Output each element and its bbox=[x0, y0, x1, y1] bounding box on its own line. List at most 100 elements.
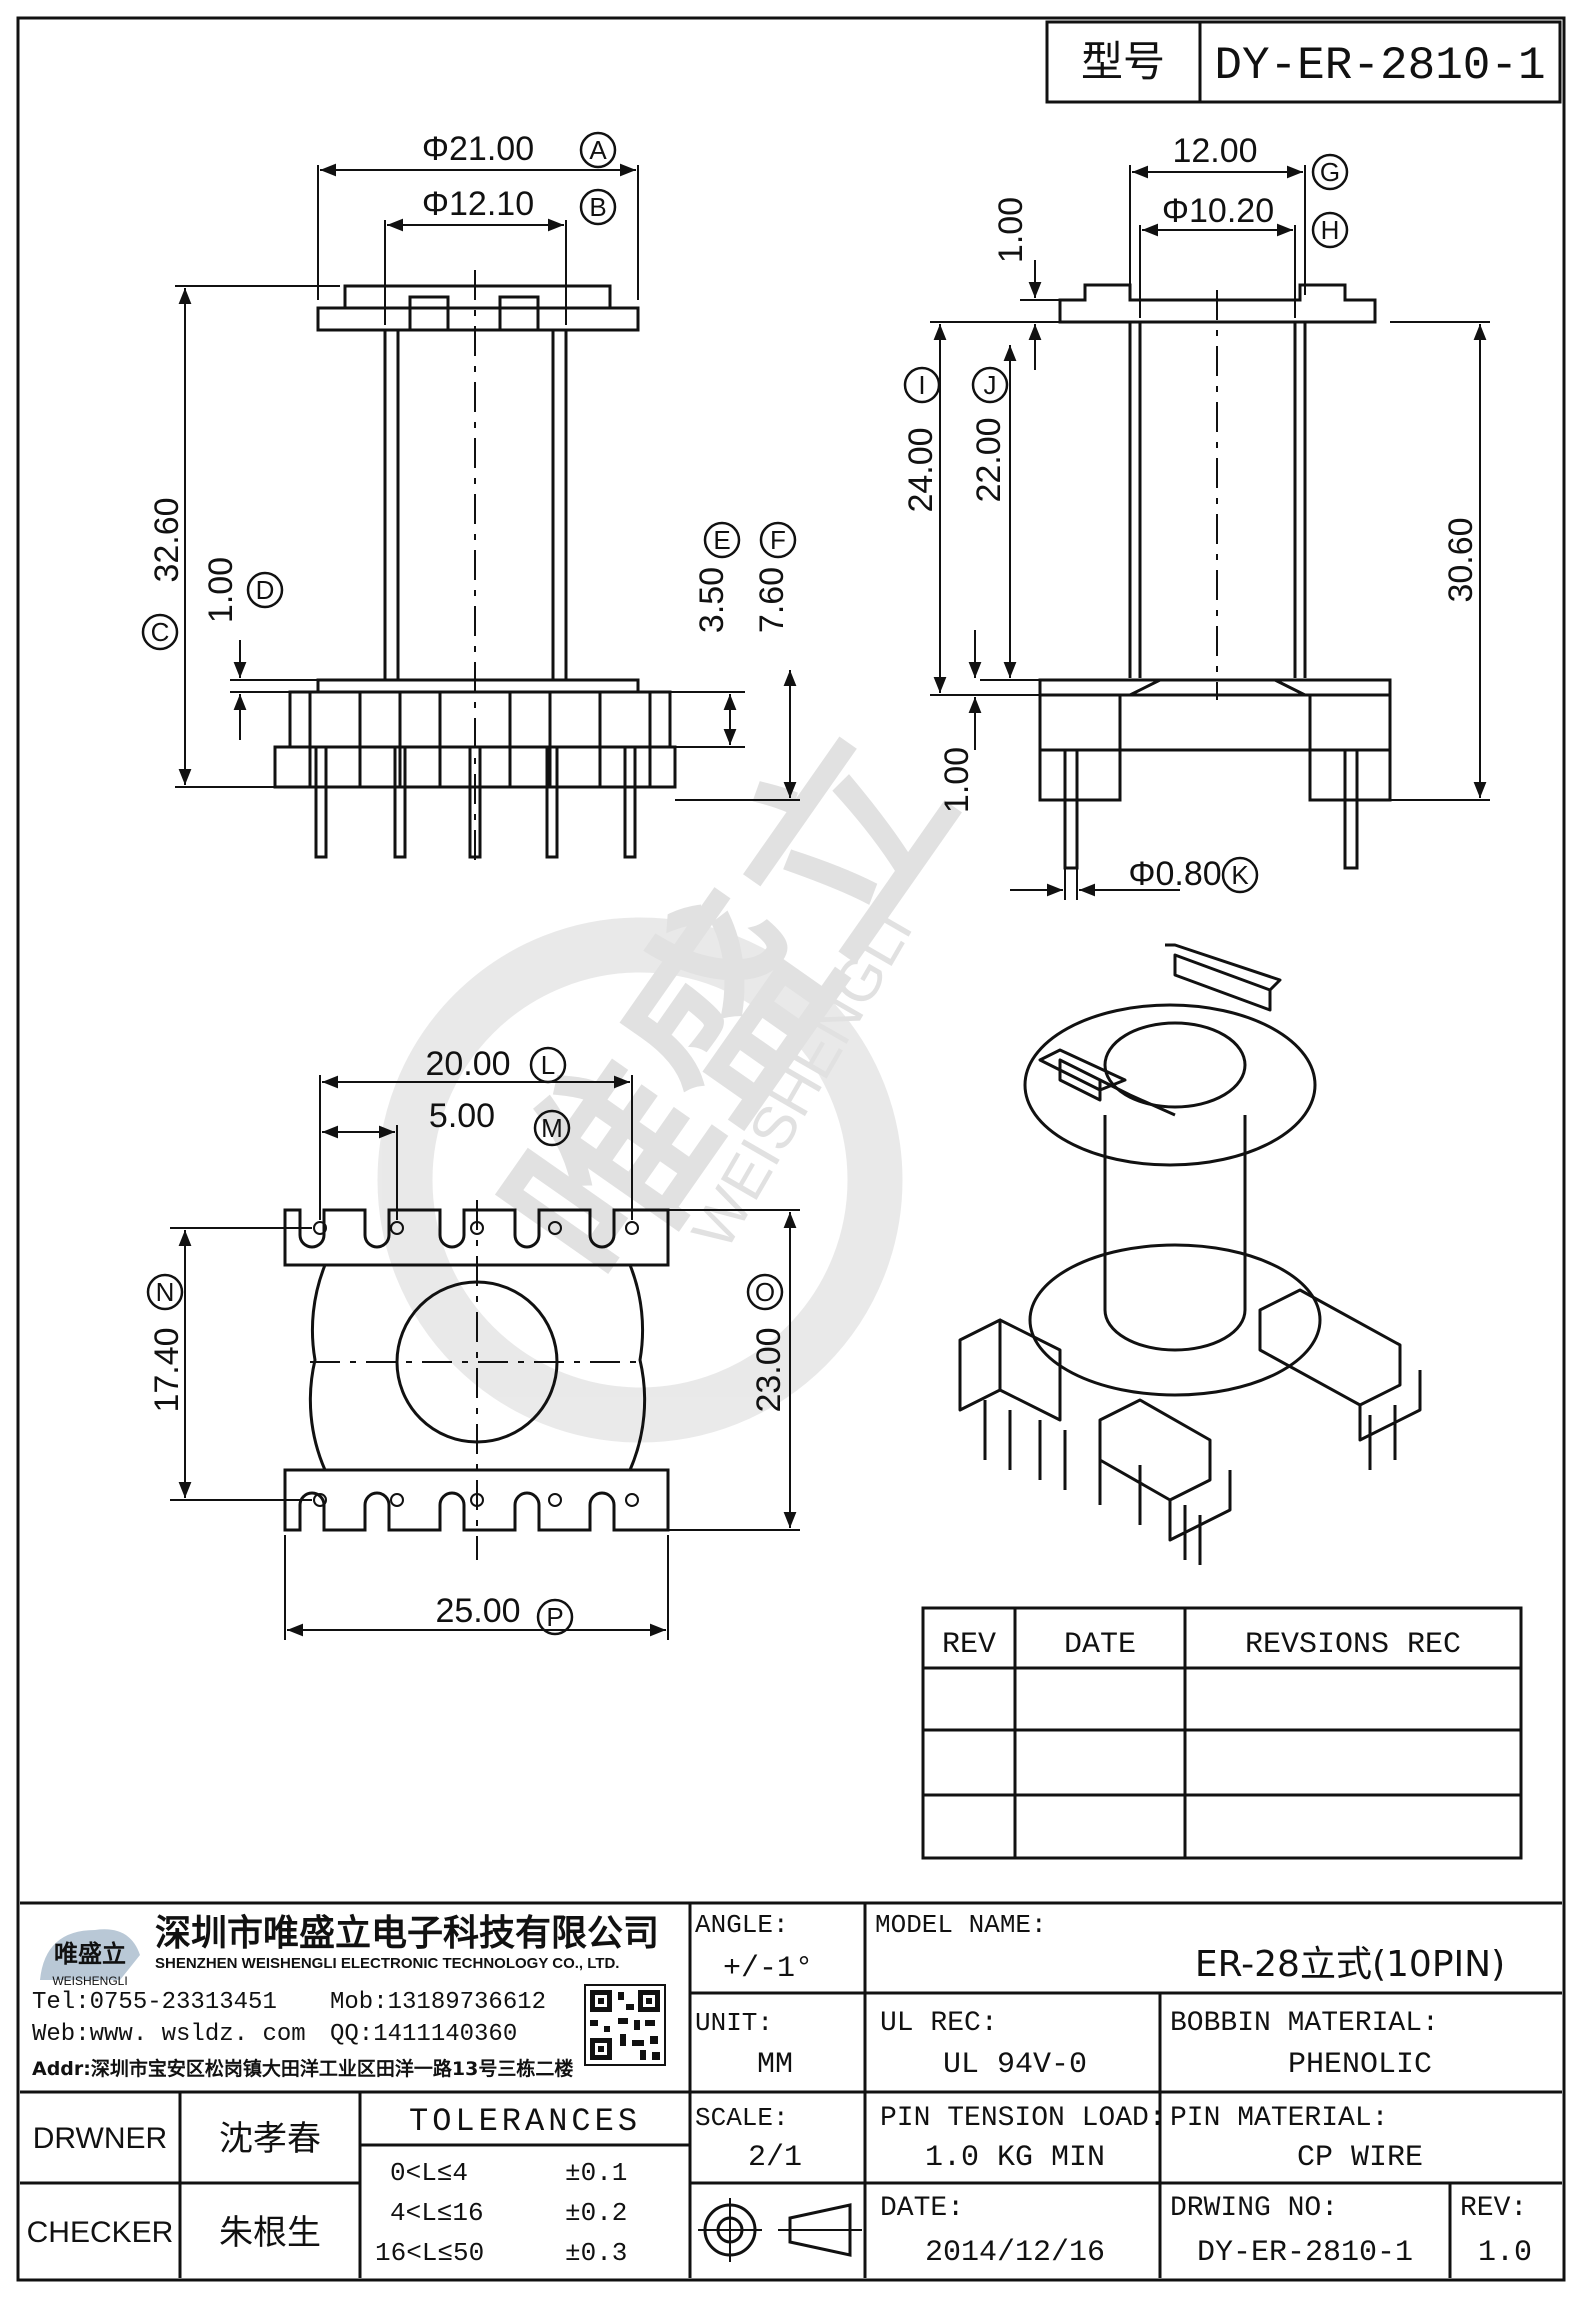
balloon-letter: K bbox=[1231, 860, 1249, 890]
unit-value: MM bbox=[757, 2048, 793, 2082]
dim-A: Φ21.00 bbox=[422, 130, 534, 168]
side-view bbox=[1038, 283, 1392, 870]
tolerance-range-3: 16<L≤50 bbox=[375, 2238, 484, 2268]
dim-C: 32.60 bbox=[148, 497, 186, 582]
balloon-k: K bbox=[1221, 856, 1259, 894]
projection-symbol bbox=[698, 2198, 862, 2262]
qr-code bbox=[584, 1984, 666, 2066]
dim-H: Φ10.20 bbox=[1162, 192, 1274, 230]
iso-pins bbox=[983, 1400, 1397, 1565]
tolerance-value-1: ±0.1 bbox=[565, 2158, 627, 2188]
drwner-value: 沈孝春 bbox=[219, 2119, 321, 2159]
balloon-c: C bbox=[141, 613, 179, 651]
model-name-label: MODEL NAME: bbox=[875, 1910, 1047, 1940]
balloon-letter: A bbox=[589, 135, 607, 165]
dim-total: 30.60 bbox=[1442, 517, 1480, 602]
angle-label: ANGLE: bbox=[695, 1910, 789, 1940]
dim-pin-len: 1.00 bbox=[938, 747, 976, 813]
pin-tension-value: 1.0 KG MIN bbox=[925, 2141, 1105, 2175]
bottom-dims bbox=[170, 1075, 800, 1640]
front-dim-text: Φ21.00 Φ12.10 32.60 1.00 3.50 7.60 bbox=[148, 130, 791, 633]
revision-table bbox=[921, 1606, 1523, 1860]
dim-N: 17.40 bbox=[148, 1327, 186, 1412]
balloon-f: F bbox=[759, 521, 797, 559]
checker-value: 朱根生 bbox=[219, 2213, 321, 2253]
pin-material-label: PIN MATERIAL: bbox=[1170, 2103, 1388, 2134]
ul-value: UL 94V-0 bbox=[943, 2048, 1087, 2082]
company-address: Addr:深圳市宝安区松岗镇大田洋工业区田洋一路13号三栋二楼 bbox=[32, 2057, 573, 2080]
balloon-letter: B bbox=[589, 192, 606, 222]
balloon-letter: F bbox=[770, 525, 786, 555]
front-dims bbox=[175, 163, 800, 801]
dim-L: 20.00 bbox=[425, 1045, 510, 1083]
drwing-no-label: DRWING NO: bbox=[1170, 2193, 1338, 2224]
drawing-border bbox=[16, 16, 1566, 2282]
company-tel: Tel:0755-23313451 bbox=[32, 1989, 277, 2016]
balloon-l: L bbox=[529, 1046, 567, 1084]
dim-O: 23.00 bbox=[750, 1327, 788, 1412]
bobbin-material-value: PHENOLIC bbox=[1288, 2048, 1432, 2082]
balloon-o: O bbox=[746, 1273, 784, 1311]
pin-tension-label: PIN TENSION LOAD: bbox=[880, 2103, 1166, 2134]
balloon-b: B bbox=[579, 188, 617, 226]
balloon-e: E bbox=[703, 521, 741, 559]
company-name-en: SHENZHEN WEISHENGLI ELECTRONIC TECHNOLOG… bbox=[155, 1955, 619, 1972]
tolerance-value-2: ±0.2 bbox=[565, 2198, 627, 2228]
balloon-j: J bbox=[971, 366, 1009, 404]
rev-header-date: DATE bbox=[1064, 1628, 1136, 1662]
balloon-letter: L bbox=[541, 1050, 555, 1080]
rev-header-rec: REVSIONS REC bbox=[1245, 1628, 1461, 1662]
dim-G: 12.00 bbox=[1172, 132, 1257, 170]
balloon-letter: P bbox=[546, 1602, 563, 1632]
date-label: DATE: bbox=[880, 2193, 964, 2224]
balloon-letter: G bbox=[1320, 157, 1340, 187]
balloon-m: M bbox=[533, 1109, 571, 1147]
rev-header-rev: REV bbox=[942, 1628, 996, 1662]
dim-K: Φ0.80 bbox=[1128, 855, 1221, 893]
dim-I: 24.00 bbox=[902, 427, 940, 512]
balloon-d: D bbox=[246, 571, 284, 609]
company-name-cn: 深圳市唯盛立电子科技有限公司 bbox=[155, 1913, 659, 1954]
dim-E: 3.50 bbox=[693, 567, 731, 633]
header-model-box: 型号 DY-ER-2810-1 bbox=[1045, 20, 1562, 104]
dim-J: 22.00 bbox=[970, 417, 1008, 502]
title-block-grid bbox=[20, 1901, 1562, 2278]
drwner-label: DRWNER bbox=[33, 2122, 167, 2155]
dim-top1: 1.00 bbox=[992, 197, 1030, 263]
company-web: Web:www. wsldz. com bbox=[32, 2021, 306, 2048]
logo-cn: 唯盛立 bbox=[54, 1940, 126, 1968]
model-number: DY-ER-2810-1 bbox=[1214, 40, 1545, 92]
dim-F: 7.60 bbox=[753, 567, 791, 633]
bobbin-material-label: BOBBIN MATERIAL: bbox=[1170, 2008, 1439, 2039]
rev-label: REV: bbox=[1460, 2193, 1527, 2224]
isometric-view bbox=[958, 943, 1422, 1565]
balloon-letter: E bbox=[713, 525, 730, 555]
balloon-g: G bbox=[1311, 153, 1349, 191]
dim-P: 25.00 bbox=[435, 1592, 520, 1630]
unit-label: UNIT: bbox=[695, 2008, 773, 2038]
dim-M: 5.00 bbox=[429, 1097, 495, 1135]
side-dims bbox=[930, 165, 1490, 900]
bottom-pin-holes bbox=[313, 1221, 639, 1507]
angle-value: +/-1° bbox=[723, 1952, 813, 1986]
balloons: AB C D E F GH I J K LM N O P bbox=[141, 131, 1349, 1636]
balloon-i: I bbox=[903, 366, 941, 404]
balloon-h: H bbox=[1311, 211, 1349, 249]
pin-material-value: CP WIRE bbox=[1297, 2141, 1423, 2175]
balloon-letter: J bbox=[984, 370, 997, 400]
scale-label: SCALE: bbox=[695, 2103, 789, 2133]
front-pins bbox=[314, 745, 637, 859]
company-logo: 唯盛立 WEISHENGLI bbox=[40, 1929, 140, 1988]
balloon-letter: I bbox=[918, 370, 925, 400]
balloon-p: P bbox=[536, 1598, 574, 1636]
balloon-letter: C bbox=[151, 617, 170, 647]
company-qq: QQ:1411140360 bbox=[330, 2021, 517, 2048]
front-view bbox=[273, 270, 677, 860]
dim-D: 1.00 bbox=[202, 557, 240, 623]
side-dim-text: 12.00 Φ10.20 1.00 24.00 22.00 30.60 1.00… bbox=[902, 132, 1480, 893]
balloon-letter: N bbox=[156, 1277, 175, 1307]
tolerance-range-1: 0<L≤4 bbox=[390, 2158, 468, 2188]
date-value: 2014/12/16 bbox=[925, 2236, 1105, 2270]
scale-value: 2/1 bbox=[748, 2141, 802, 2175]
